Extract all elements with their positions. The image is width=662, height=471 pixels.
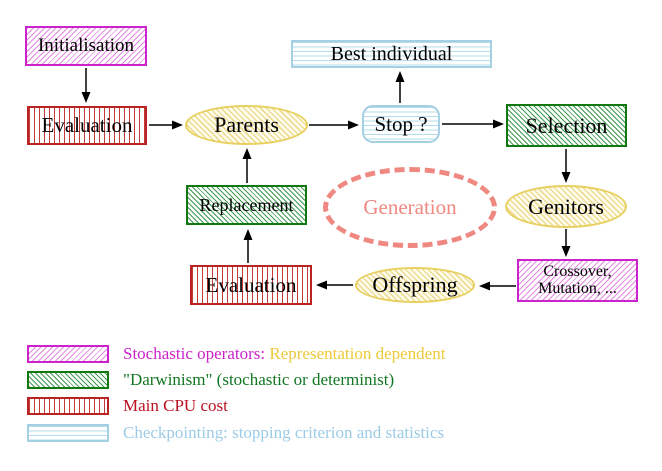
legend-row-checkpointing: Checkpointing: stopping criterion and st…	[27, 423, 444, 443]
node-replacement-label: Replacement	[199, 194, 294, 215]
legend-label-main-cpu-cost: Main CPU cost	[123, 396, 228, 415]
arrow-parents-to-stop	[309, 120, 359, 130]
node-selection-label: Selection	[525, 112, 608, 138]
arrow-stop-to-best-individual	[395, 71, 405, 103]
legend-swatch-stochastic-operators	[27, 345, 109, 363]
legend-row-darwinism: "Darwinism" (stochastic or determinist)	[27, 370, 394, 390]
legend-label-checkpointing: Checkpointing: stopping criterion and st…	[123, 423, 445, 442]
node-replacement: Replacement	[186, 185, 307, 225]
node-offspring-label: Offspring	[372, 272, 458, 298]
arrow-initialisation-to-evaluation	[81, 68, 91, 103]
node-genitors-label: Genitors	[528, 193, 604, 219]
node-crossover-mutation: Crossover, Mutation, ...	[517, 259, 638, 302]
node-stop-label: Stop ?	[374, 111, 428, 136]
node-evaluation-bottom-label: Evaluation	[205, 272, 297, 297]
arrow-genitors-to-crossover	[561, 229, 571, 257]
arrow-stop-to-selection	[442, 119, 504, 129]
node-offspring: Offspring	[355, 267, 475, 303]
arrow-evaluation-to-replacement	[243, 229, 253, 263]
node-initialisation-label: Initialisation	[37, 35, 135, 57]
legend-label-representation: Representation dependent	[269, 344, 446, 363]
legend-label-stochastic: Stochastic operators:	[123, 344, 266, 363]
arrow-crossover-to-offspring	[479, 281, 516, 291]
arrow-selection-to-genitors	[561, 149, 571, 183]
node-evaluation-top-label: Evaluation	[41, 113, 133, 138]
legend-row-stochastic-operators: Stochastic operators: Representation dep…	[27, 344, 445, 364]
arrow-offspring-to-evaluation	[316, 280, 353, 290]
node-stop: Stop ?	[362, 105, 440, 143]
node-crossover-label-line2: Mutation, ...	[538, 279, 617, 297]
legend-swatch-darwinism	[27, 371, 109, 389]
node-best-individual-label: Best individual	[330, 42, 453, 65]
node-best-individual: Best individual	[291, 40, 492, 68]
node-evaluation-top: Evaluation	[27, 106, 147, 145]
node-evaluation-bottom: Evaluation	[190, 265, 312, 305]
node-crossover-label-line1: Crossover,	[543, 262, 612, 280]
legend-text-stochastic-operators: Stochastic operators: Representation dep…	[123, 344, 445, 364]
node-initialisation: Initialisation	[25, 26, 147, 66]
node-genitors: Genitors	[505, 185, 627, 228]
legend-swatch-main-cpu-cost	[27, 397, 109, 415]
node-parents: Parents	[185, 105, 308, 145]
legend-swatch-checkpointing	[27, 424, 109, 442]
legend-label-darwinism: "Darwinism" (stochastic or determinist)	[123, 370, 395, 389]
arrow-evaluation-to-parents	[149, 120, 183, 130]
legend-row-main-cpu-cost: Main CPU cost	[27, 396, 228, 416]
node-parents-label: Parents	[214, 112, 279, 138]
generation-cycle-ellipse: Generation	[323, 167, 497, 248]
generation-label: Generation	[363, 195, 457, 220]
node-selection: Selection	[506, 104, 627, 147]
arrow-replacement-to-parents	[242, 148, 252, 183]
